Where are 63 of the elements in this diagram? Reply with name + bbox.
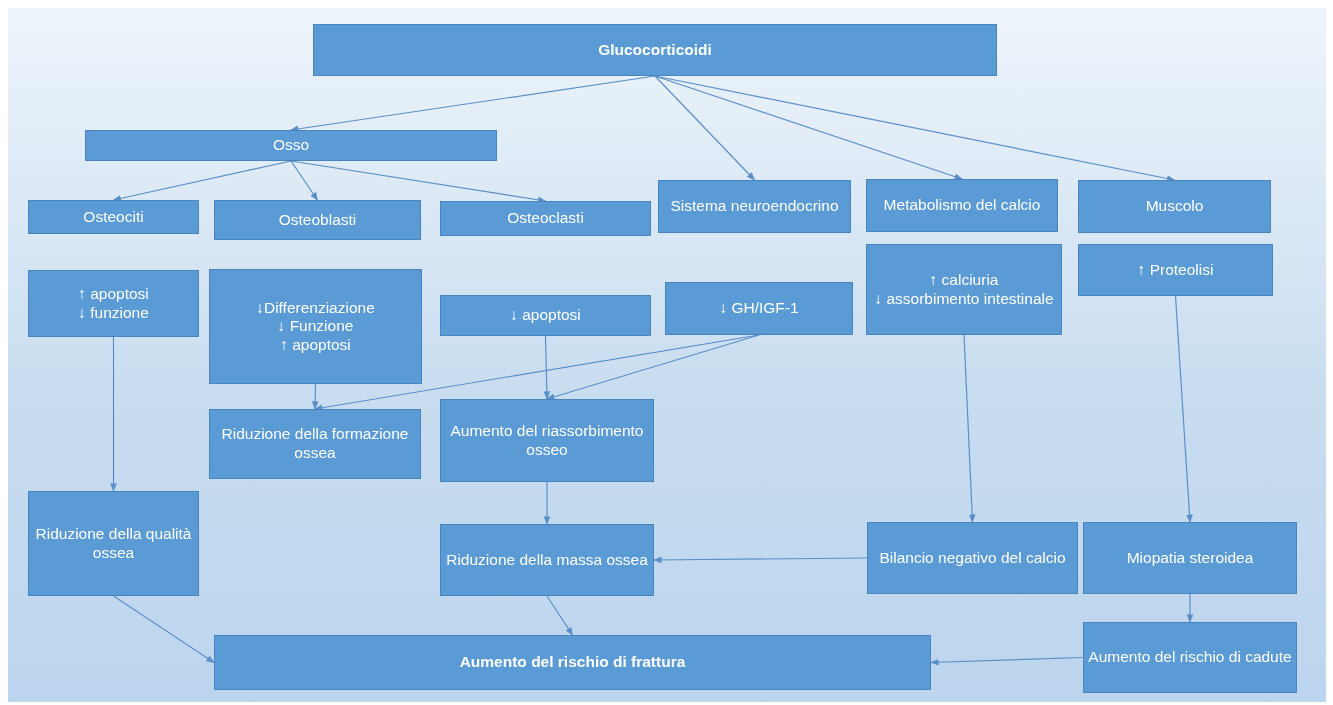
box-text: Osteoblasti [278,210,357,230]
arrow [290,160,319,201]
box-text: Aumento del rischio di frattura [459,653,686,672]
arrow [546,334,760,401]
box-text: Glucocorticoidi [598,40,712,60]
arrow [653,556,868,564]
arrow [1174,295,1193,523]
box-text: ↓Differenziazione [256,298,375,318]
process-box [1078,244,1273,296]
box-text: ↓ apoptosi [510,306,581,325]
arrow [963,334,976,523]
box-text: Osso [272,136,310,155]
box-text: Riduzione della massa ossea [446,550,648,570]
process-box [28,491,199,596]
box-text: Muscolo [1145,197,1204,216]
process-box [214,635,931,690]
process-box [28,200,199,234]
process-box [1083,522,1297,594]
process-box [209,409,421,479]
box-text: ↑ calciuria [929,270,999,290]
box-text: Osteociti [83,207,144,227]
box-text: Metabolismo del calcio [883,196,1041,215]
arrow [311,383,319,410]
box-text: ↑ apoptosi [280,335,351,355]
box-text: ↓ assorbimento intestinale [874,289,1054,309]
box-text: Riduzione della formazione ossea [220,425,410,463]
arrow [543,481,551,525]
process-box [658,180,851,233]
box-text: Aumento del riassorbimento osseo [449,421,645,460]
box-text: ↓ funzione [78,303,149,323]
arrow [112,160,292,202]
box-text: Bilancio negativo del calcio [879,548,1066,568]
box-text: ↓ GH/IGF-1 [719,299,799,318]
process-box [1083,622,1297,693]
process-box [665,282,853,335]
process-box [440,201,651,236]
box-text: ↓ Funzione [277,317,354,336]
process-box [28,270,199,337]
process-box [85,130,497,161]
arrow [112,595,215,664]
box-text: Aumento del rischio di cadute [1088,648,1292,667]
arrow [1186,593,1194,623]
process-box [440,295,651,336]
box-text: ↑ apoptosi [78,284,149,304]
process-box [866,179,1058,232]
process-box [440,399,654,482]
process-box [867,522,1078,594]
arrow [110,336,117,492]
process-box [214,200,421,240]
box-text: Osteoclasti [507,209,584,228]
process-box [313,24,997,76]
arrow [654,75,756,181]
process-box [866,244,1062,335]
arrow [930,656,1084,666]
process-box [1078,180,1271,233]
box-text: ↑ Proteolisi [1137,260,1214,280]
arrow [543,335,551,400]
arrow [546,595,574,636]
process-box [209,269,422,384]
box-text: Miopatia steroidea [1126,548,1254,568]
box-text: Sistema neuroendocrino [670,197,839,216]
process-box [440,524,654,596]
box-text: Riduzione della qualità ossea [34,524,193,563]
